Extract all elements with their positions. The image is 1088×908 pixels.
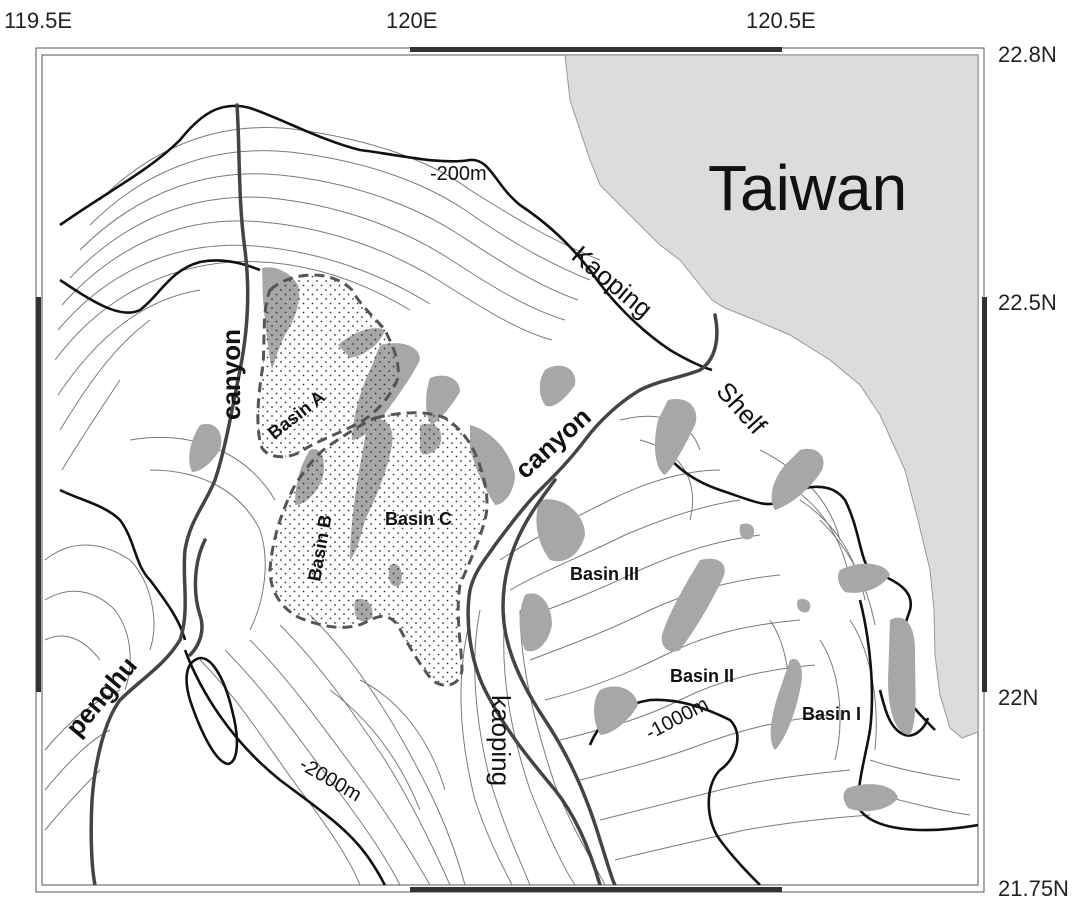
penghu-canyon-axis-2 (188, 538, 207, 657)
lat-label-22n: 22N (998, 685, 1039, 710)
label-depth-200: -200m (430, 163, 487, 185)
frame-bar-bottom (410, 887, 782, 892)
lon-label-120-5e: 120.5E (746, 8, 816, 33)
label-basin-ii: Basin II (670, 666, 734, 686)
lon-label-120e: 120E (386, 8, 438, 33)
contour-2000m (183, 649, 387, 885)
label-basin-iii: Basin III (570, 564, 639, 584)
contour-200m (59, 104, 713, 372)
contour-1000m-sw (59, 488, 187, 641)
basin-bc-region (268, 411, 489, 687)
label-taiwan: Taiwan (708, 152, 907, 224)
contour-east-2 (857, 599, 978, 832)
label-basin-c: Basin C (385, 509, 452, 529)
taiwan-landmass (564, 55, 978, 739)
contour-lens (185, 656, 239, 766)
lat-label-22-5n: 22.5N (998, 290, 1057, 315)
lon-label-119-5e: 119.5E (4, 8, 73, 33)
label-penghu-canyon-1: canyon (216, 329, 246, 420)
frame-bar-top (410, 47, 782, 52)
label-kaoping-canyon-2: kaoping (486, 695, 516, 786)
lat-label-22-8n: 22.8N (998, 42, 1057, 67)
label-penghu-canyon-2: penghu (60, 651, 143, 742)
basin-a-region (256, 273, 400, 459)
label-kaoping-shelf-2: Shelf (711, 376, 773, 441)
lat-label-21-75n: 21.75N (998, 876, 1069, 901)
contour-east-3 (878, 689, 930, 737)
canyon-thalwegs (89, 103, 719, 885)
label-kaoping-shelf-1: Kaoping (566, 240, 658, 324)
kaoping-canyon-axis-2 (501, 478, 617, 885)
contour-1000m-west (59, 259, 261, 314)
frame-bar-left (36, 297, 41, 692)
label-basin-i: Basin I (802, 704, 861, 724)
kaoping-canyon-axis (466, 313, 719, 885)
penghu-canyon-axis (89, 103, 250, 885)
frame-bar-right (982, 297, 987, 692)
